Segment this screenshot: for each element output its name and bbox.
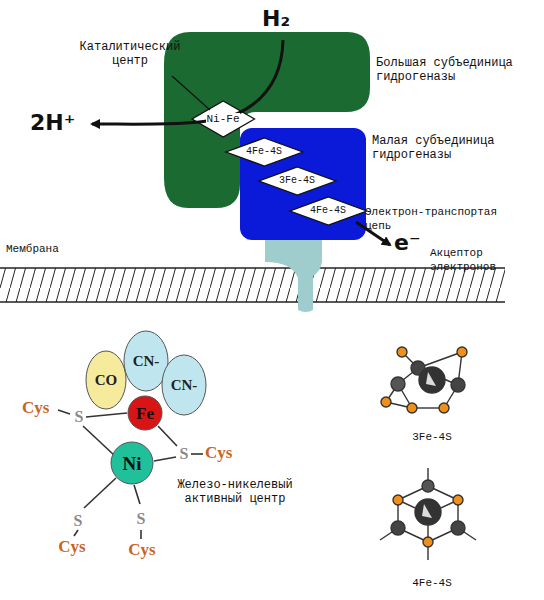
cluster-caption: 4Fe-4S — [392, 576, 472, 590]
ni-atom: Ni — [110, 441, 154, 485]
chain-label: Электрон-транспортая цепь — [365, 205, 515, 233]
acceptor-label: Акцептор электронов — [430, 246, 540, 274]
sulfur-label: S — [70, 511, 86, 530]
membrane — [0, 268, 505, 302]
subunit-label: Большая субъединица гидрогеназы — [376, 56, 542, 84]
cluster-4fe4s — [380, 468, 476, 560]
site-label: Железо-никелевый активный центр — [160, 478, 310, 506]
sulfur-label: S — [133, 509, 149, 528]
membrane-label: Мембрана — [6, 242, 96, 256]
electron-label: e⁻ — [394, 230, 434, 256]
membrane-anchor — [265, 236, 322, 312]
subunit-label: Малая субъединица гидрогеназы — [372, 134, 512, 162]
substrate-label: H₂ — [262, 6, 322, 32]
cluster-3fe4s — [381, 347, 467, 413]
cluster-caption: 3Fe-4S — [392, 430, 472, 444]
leader-line — [172, 76, 210, 110]
node-label: CN- — [171, 377, 198, 394]
node-label: Ni-Fe — [206, 113, 239, 126]
cluster-diamond: 3Fe-4S — [258, 166, 337, 196]
node-label: 4Fe-4S — [310, 205, 346, 217]
cysteine-label: Cys — [205, 443, 241, 463]
sulfur-label: S — [71, 407, 87, 426]
co-ligand: CO — [85, 350, 127, 410]
cluster-diamond: 4Fe-4S — [225, 137, 304, 167]
cysteine-label: Cys — [22, 398, 58, 418]
fe-atom: Fe — [127, 395, 163, 431]
node-label: Ni — [123, 453, 142, 474]
sulfur-label: S — [176, 444, 192, 463]
cn-ligand: CN- — [161, 354, 207, 416]
cluster-diamond: 4Fe-4S — [289, 196, 368, 226]
callout-label: Каталитический центр — [60, 40, 200, 68]
ligand-bonds — [58, 410, 203, 539]
cysteine-label: Cys — [122, 540, 162, 560]
small-subunit: Малая субъединица гидрогеназы4Fe-4S3Fe-4… — [240, 128, 366, 240]
node-label: CN- — [133, 353, 160, 370]
cysteine-label: Cys — [52, 537, 92, 557]
node-label: CO — [95, 372, 118, 389]
node-label: 3Fe-4S — [279, 175, 315, 187]
node-label: Fe — [136, 404, 154, 423]
product-label: 2H⁺ — [30, 110, 92, 136]
node-label: 4Fe-4S — [246, 146, 282, 158]
